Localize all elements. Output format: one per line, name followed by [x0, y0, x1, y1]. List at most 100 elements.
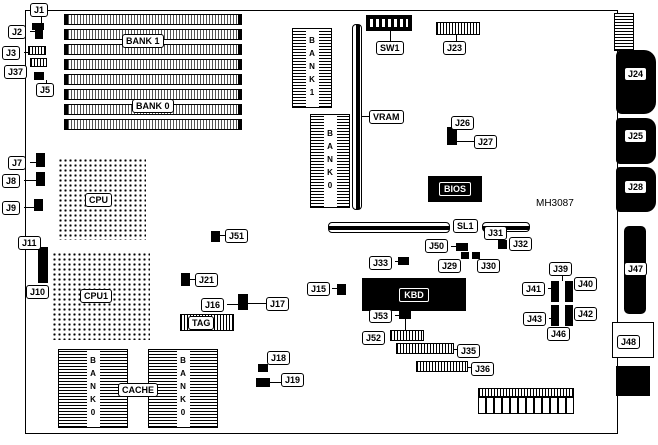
- chip-body: BANK0: [86, 350, 100, 427]
- jumper-j53: [399, 310, 411, 319]
- leader-line: [405, 319, 406, 330]
- jumper-j32: [498, 240, 507, 249]
- label-j30: J30: [477, 259, 501, 273]
- label-j52: J52: [362, 331, 386, 345]
- leader-line: [24, 52, 28, 53]
- label-j32: J32: [509, 237, 533, 251]
- leader-line: [41, 16, 42, 23]
- label-j51: J51: [225, 229, 249, 243]
- jumper-j15: [337, 284, 346, 295]
- jumper-j40: [565, 281, 573, 302]
- label-j39: J39: [549, 262, 573, 276]
- leader-line: [270, 382, 281, 383]
- part-number: MH3087: [536, 198, 574, 209]
- leader-line: [451, 246, 456, 247]
- label-j5: J5: [36, 83, 55, 97]
- label-j3: J3: [2, 46, 21, 60]
- bank0-label: BANK 0: [132, 99, 174, 113]
- connector-j52: [390, 330, 424, 341]
- label-j48: J48: [617, 335, 641, 349]
- cache-bank-left-chip: BANK0: [58, 349, 128, 428]
- jumper-j50: [456, 243, 468, 251]
- jumper-j30: [472, 252, 480, 259]
- leader-line: [395, 261, 398, 262]
- slot-sl1-left: [328, 222, 450, 233]
- label-j10: J10: [26, 285, 50, 299]
- bank1-label: BANK 1: [122, 34, 164, 48]
- leader-line: [456, 35, 457, 41]
- leader-line: [227, 304, 238, 305]
- label-j21: J21: [195, 273, 219, 287]
- comb-connector-teeth: [478, 397, 574, 414]
- jumper-j21: [181, 273, 190, 286]
- video-bank0-label: BANK0: [325, 128, 335, 194]
- leader-line: [457, 141, 474, 142]
- jumper-j19: [256, 378, 270, 387]
- jumper-j51: [211, 231, 220, 242]
- simm-slot: [64, 74, 242, 85]
- jumper-j9: [34, 199, 43, 211]
- label-j1: J1: [30, 3, 49, 17]
- leader-line: [248, 303, 266, 304]
- leader-line: [30, 31, 35, 32]
- label-j31: J31: [484, 226, 508, 240]
- vram-slot: [352, 24, 362, 210]
- label-j36: J36: [471, 362, 495, 376]
- label-j41: J41: [522, 282, 546, 296]
- label-j33: J33: [369, 256, 393, 270]
- label-j11: J11: [18, 236, 41, 250]
- chip-pins: [293, 29, 306, 107]
- label-j37: J37: [4, 65, 28, 79]
- connector-j23: [436, 22, 480, 35]
- bios-chip: BIOS: [428, 176, 482, 202]
- leader-line: [190, 279, 195, 280]
- leader-line: [454, 349, 457, 350]
- label-j25: J25: [624, 129, 648, 143]
- jumper-j5: [34, 72, 44, 80]
- leader-line: [390, 31, 391, 41]
- chip-body: BANK0: [323, 115, 337, 207]
- label-j19: J19: [281, 373, 305, 387]
- cache-bank-right-label: BANK0: [178, 356, 188, 421]
- label-j28: J28: [624, 180, 648, 194]
- jumper-j1: [32, 23, 44, 30]
- simm-slot: [64, 14, 242, 25]
- connector-j24: [616, 50, 656, 114]
- jumper-j41-j39: [551, 281, 559, 302]
- label-j50: J50: [425, 239, 449, 253]
- label-j9: J9: [2, 201, 21, 215]
- leader-line: [24, 207, 34, 208]
- jumper-j8: [36, 172, 45, 186]
- label-j2: J2: [8, 25, 27, 39]
- jumper-j16-j17: [238, 294, 248, 310]
- cache-label: CACHE: [118, 383, 159, 397]
- leader-line: [332, 288, 337, 289]
- chip-body: BANK1: [305, 29, 319, 107]
- chip-pins: [336, 115, 349, 207]
- chip-pins: [189, 350, 217, 427]
- label-j43: J43: [523, 312, 547, 326]
- label-j24: J24: [624, 67, 648, 81]
- connector-j35: [396, 343, 454, 354]
- leader-line: [24, 180, 36, 181]
- leader-line: [30, 162, 36, 163]
- label-j35: J35: [457, 344, 481, 358]
- edge-connector-bottom: [616, 366, 650, 396]
- leader-line: [395, 315, 399, 316]
- label-j47: J47: [624, 262, 648, 276]
- jumper-j29: [461, 252, 469, 259]
- leader-line: [549, 318, 551, 319]
- dip-switch-positions: [370, 19, 408, 27]
- chip-body: BANK0: [176, 350, 190, 427]
- kbd-chip: KBD: [362, 278, 466, 311]
- simm-slot: [64, 59, 242, 70]
- video-bank1-label: BANK1: [307, 35, 317, 101]
- cache-bank-left-label: BANK0: [88, 356, 98, 421]
- sl1-label: SL1: [453, 219, 478, 233]
- video-bank1-chip: BANK1: [292, 28, 332, 108]
- label-j16: J16: [201, 298, 225, 312]
- leader-line: [548, 288, 551, 289]
- jumper-j42-j46: [565, 305, 573, 326]
- chip-pins: [318, 29, 331, 107]
- cpu1-label: CPU1: [80, 289, 113, 303]
